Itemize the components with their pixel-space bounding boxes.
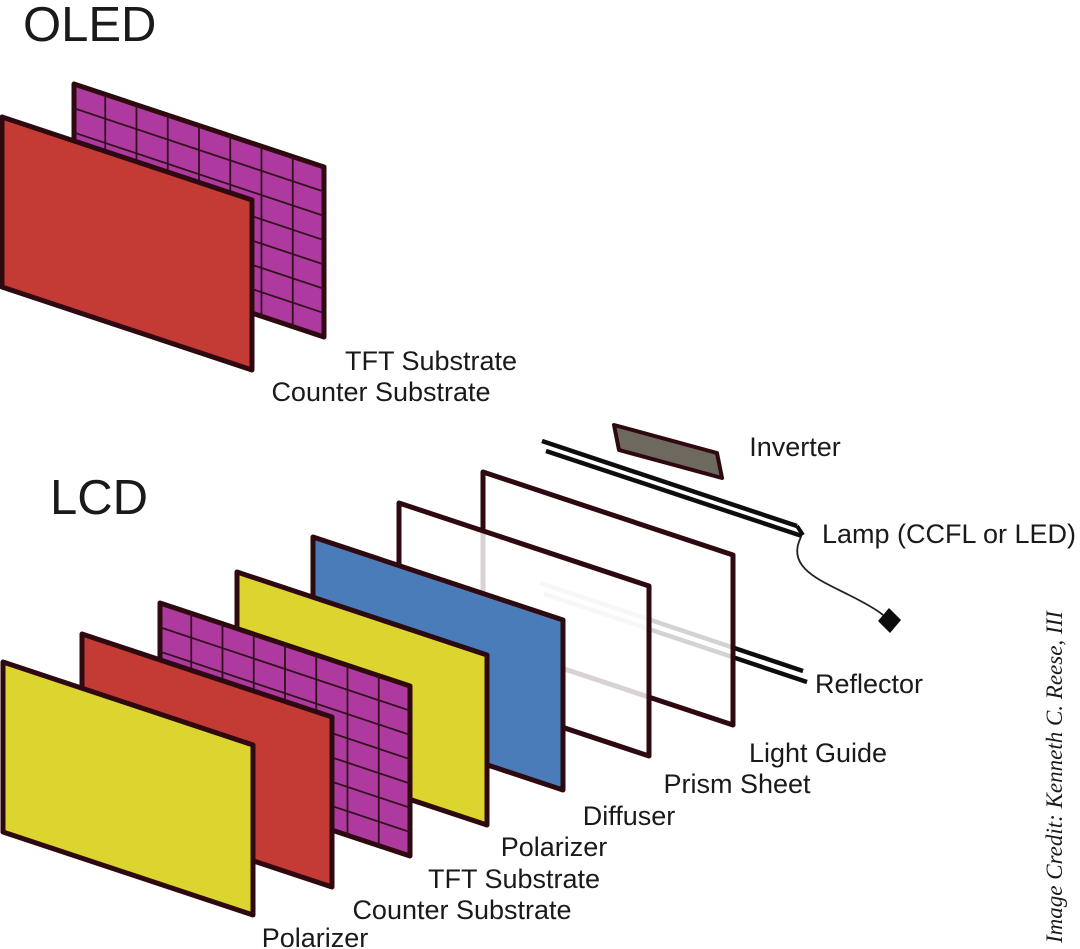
lamp-tube-line xyxy=(541,438,805,539)
image-credit: Image Credit: Kenneth C. Reese, III xyxy=(1042,610,1067,944)
diffuser-label: Diffuser xyxy=(583,801,676,831)
lcd-counter-substrate-label: Counter Substrate xyxy=(352,895,571,925)
oled-counter-substrate-label: Counter Substrate xyxy=(271,377,490,407)
inverter-bar xyxy=(612,423,724,480)
oled-stack xyxy=(0,81,327,373)
front-polarizer-panel xyxy=(0,659,256,918)
lamp-label: Lamp (CCFL or LED) xyxy=(822,519,1076,549)
reflector-label: Reflector xyxy=(815,669,923,699)
oled-title: OLED xyxy=(23,0,156,52)
wire-connector-diamond xyxy=(878,608,901,633)
oled-counter-substrate-panel xyxy=(0,114,255,373)
front-polarizer-label: Polarizer xyxy=(262,923,369,949)
backlight-parts xyxy=(541,423,901,633)
rear-polarizer-label: Polarizer xyxy=(501,832,608,862)
lamp-wire xyxy=(796,536,884,616)
lcd-title: LCD xyxy=(50,471,148,525)
light-guide-label: Light Guide xyxy=(749,738,887,768)
inverter-label: Inverter xyxy=(749,432,841,462)
oled-tft-substrate-label: TFT Substrate xyxy=(345,346,517,376)
prism-sheet-label: Prism Sheet xyxy=(663,769,811,799)
lcd-tft-substrate-label: TFT Substrate xyxy=(428,864,600,894)
lcd-stack xyxy=(0,469,808,918)
